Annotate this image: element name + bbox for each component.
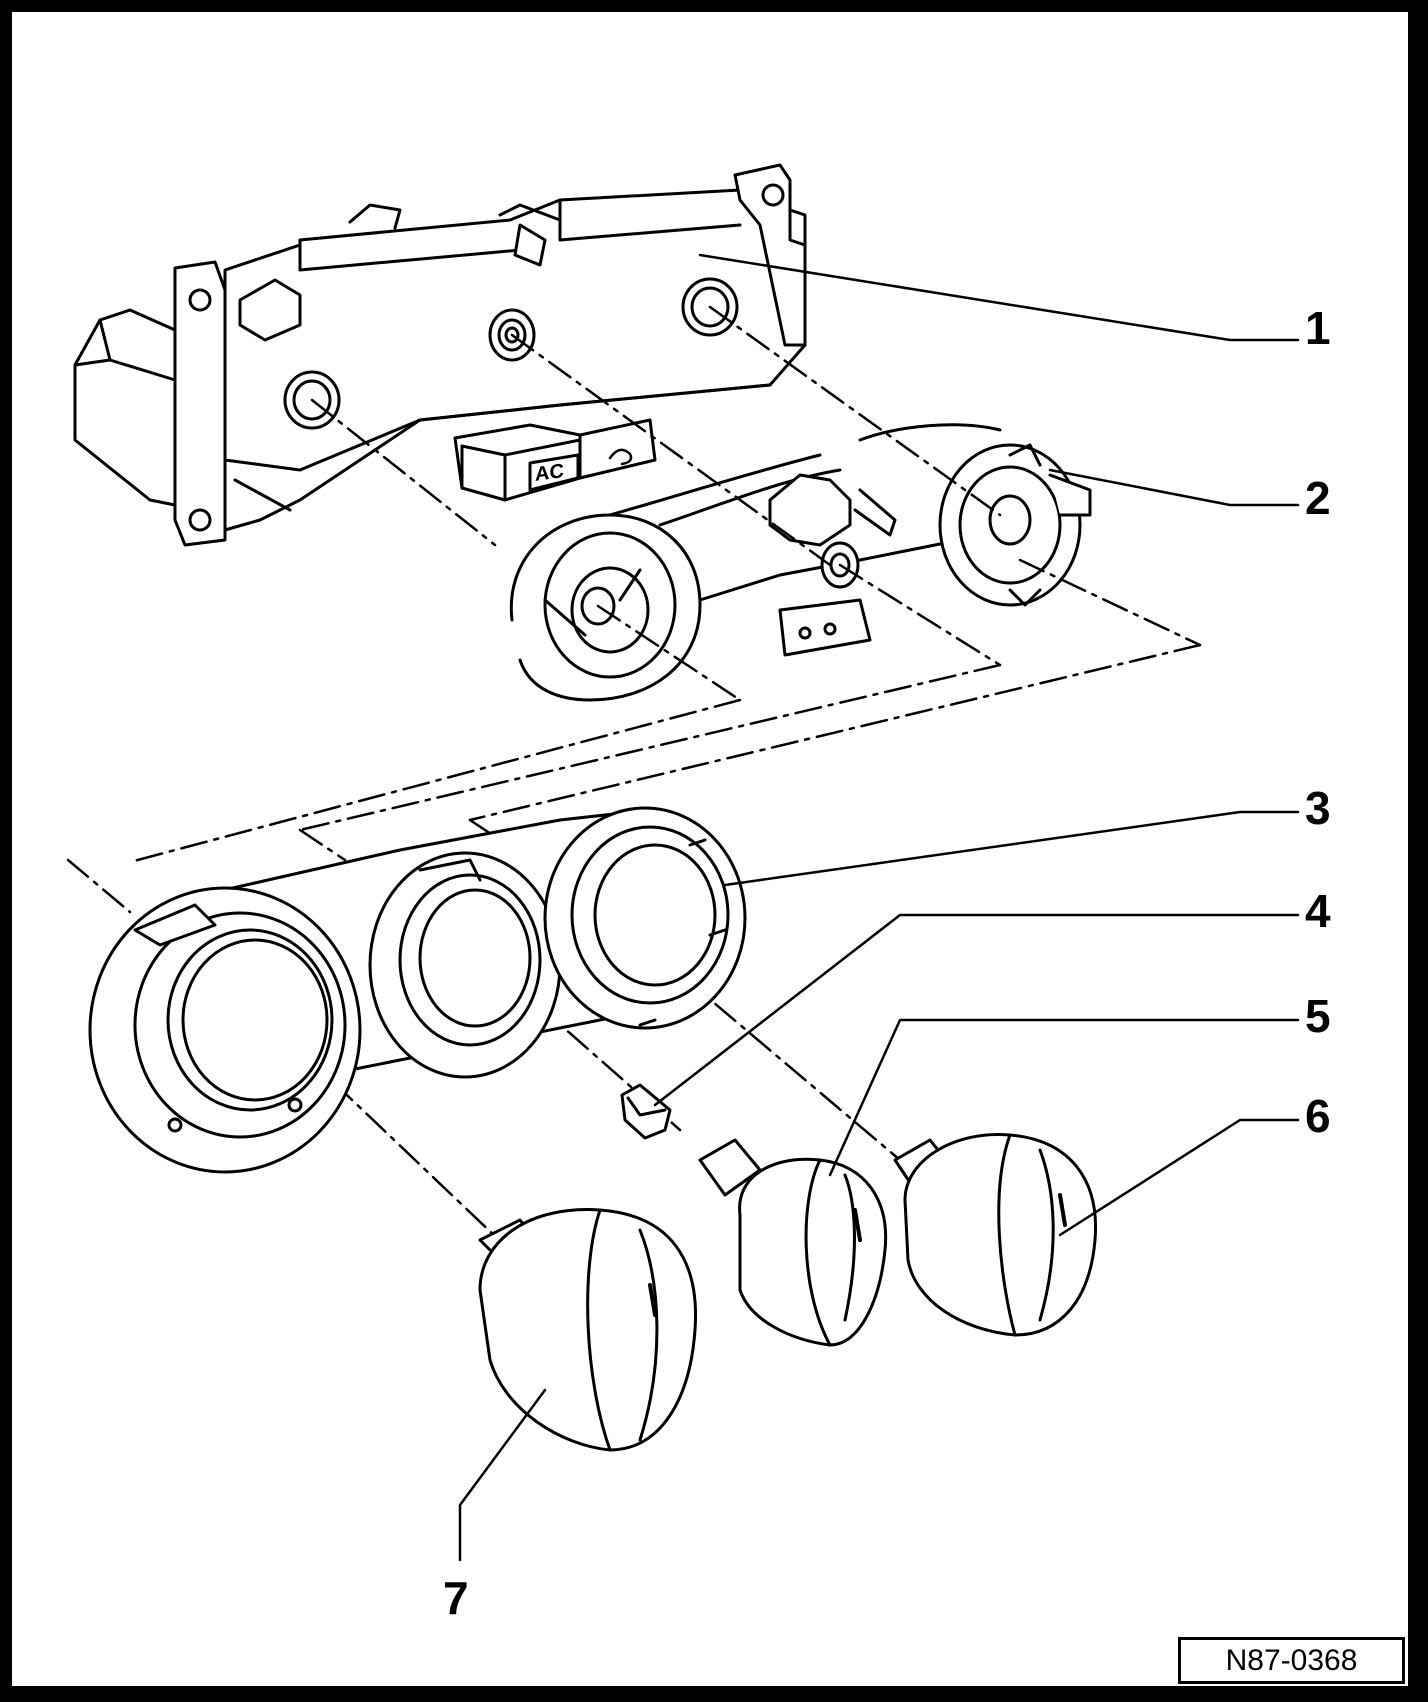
figure-id-label: N87-0368 (1178, 1637, 1405, 1684)
callout-4: 4 (1305, 885, 1331, 937)
callout-5: 5 (1305, 990, 1331, 1042)
callout-2: 2 (1305, 472, 1331, 524)
rotary-knob-fan (698, 1138, 888, 1347)
control-cable-assembly (509, 423, 1092, 702)
control-panel-housing (73, 163, 807, 547)
rotary-knob-air-distribution (893, 1132, 1098, 1337)
trim-bezel (88, 806, 747, 1174)
screw-icon (188, 288, 212, 312)
callout-7: 7 (443, 1572, 469, 1624)
screw-icon (761, 183, 785, 207)
recirculation-button (578, 418, 657, 480)
rotary-knob-temperature (478, 1208, 698, 1452)
callout-3: 3 (1305, 782, 1331, 834)
callout-6: 6 (1305, 1090, 1331, 1142)
callout-1: 1 (1305, 302, 1331, 354)
bulb-holder (620, 1083, 672, 1140)
leader-lines (458, 253, 1300, 1562)
screw-icon (188, 508, 212, 532)
ac-button-label: AC (535, 459, 564, 487)
